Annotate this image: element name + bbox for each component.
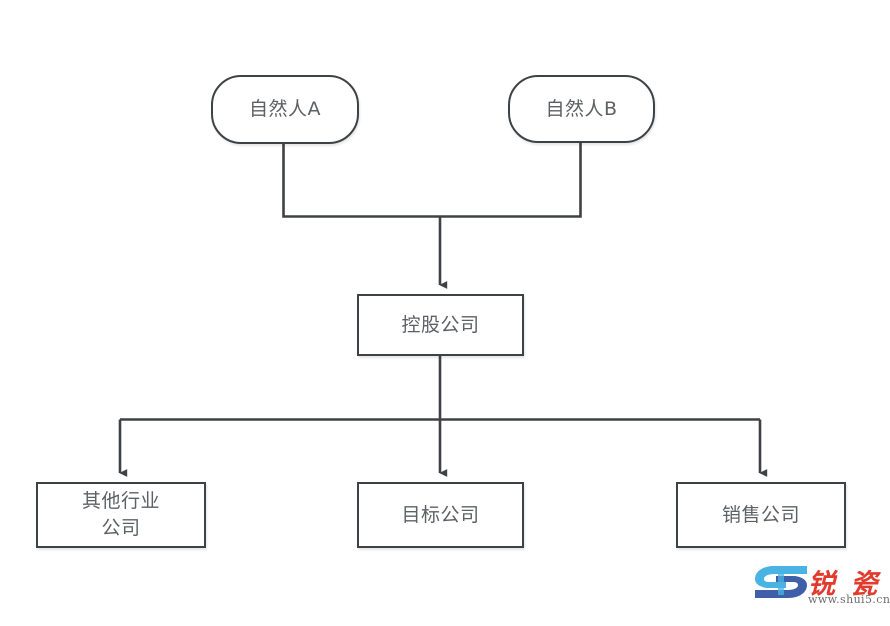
- node-holding-company[interactable]: 控股公司: [357, 294, 524, 356]
- node-other-industry-company[interactable]: 其他行业 公司: [36, 482, 206, 548]
- watermark: 锐 瓷 www.shui5.cn: [752, 563, 890, 615]
- watermark-url: www.shui5.cn: [808, 593, 890, 606]
- shui5-logo-icon: [755, 566, 807, 598]
- watermark-brand-cn: 锐 瓷: [808, 569, 881, 600]
- node-target-company[interactable]: 目标公司: [357, 482, 524, 548]
- node-person-b[interactable]: 自然人B: [508, 75, 655, 143]
- node-sales-company[interactable]: 销售公司: [676, 482, 846, 548]
- node-person-a[interactable]: 自然人A: [211, 75, 359, 144]
- edge-person-b-to-holding: [440, 143, 582, 218]
- edge-person-a-to-holding: [282, 144, 440, 218]
